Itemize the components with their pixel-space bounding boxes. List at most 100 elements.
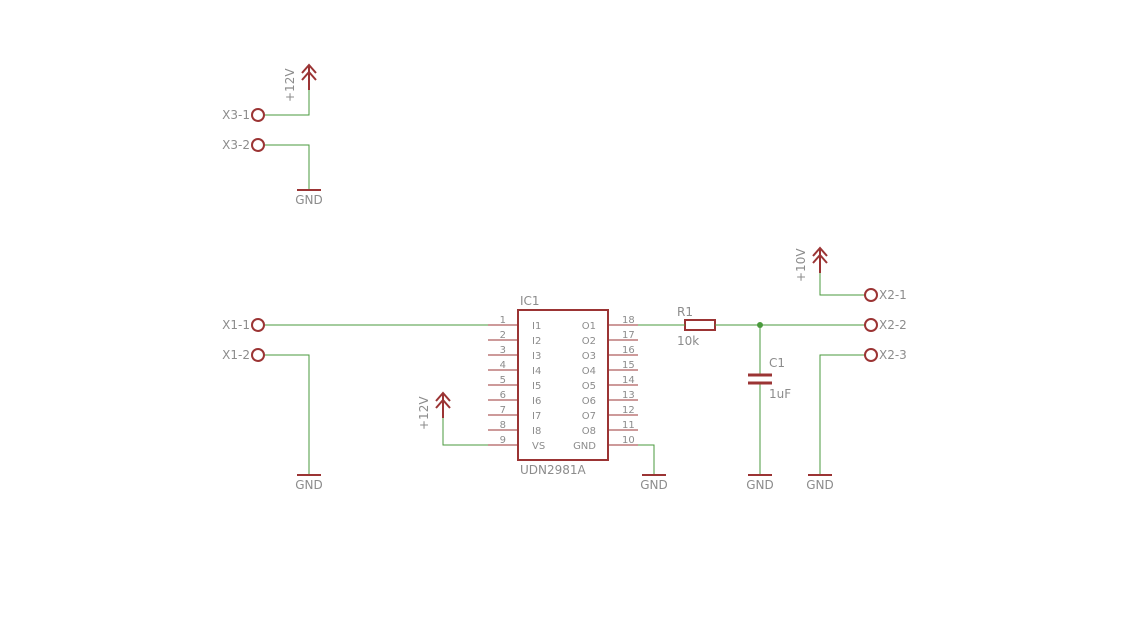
wires [265,72,865,475]
ground-x3-label: GND [295,193,323,207]
resistor-r1-ref: R1 [677,305,693,319]
ic1-pin-1[interactable]: 1I1 [488,315,541,332]
supply-10v-icon[interactable]: +10V [794,246,828,282]
connector-x2-2[interactable]: X2-2 [864,318,907,332]
ground-c1-label: GND [746,478,774,492]
ic1-pin-6-number: 6 [500,390,506,401]
supply-10v-label: +10V [794,248,808,282]
ic1-pin-17-name: O2 [582,336,596,347]
supply-12v-top-label: +12V [283,68,297,102]
connector-x2-1-label: X2-1 [879,288,907,302]
ic1-pin-13-number: 13 [622,390,635,401]
ic1-pin-18-name: O1 [582,321,596,332]
ground-ic-icon[interactable]: GND [640,474,668,492]
ic1-pin-10-name: GND [573,441,596,452]
wire-ic-pin10-to-gnd [638,444,655,475]
capacitor-c1-value: 1uF [769,387,791,401]
supply-12v-top-icon[interactable]: +12V [283,63,317,102]
ground-x3-icon[interactable]: GND [295,189,323,207]
ic1-pin-3[interactable]: 3I3 [488,345,541,362]
connector-x3-1[interactable]: X3-1 [222,108,265,122]
ic1-pin-2-number: 2 [500,330,506,341]
ic1-pin-1-name: I1 [532,321,541,332]
ic1-pin-8-name: I8 [532,426,541,437]
ic1-pin-11-number: 11 [622,420,635,431]
ic1-pin-12-name: O7 [582,411,596,422]
connector-x3-2[interactable]: X3-2 [222,138,265,152]
capacitor-c1-ref: C1 [769,356,785,370]
supply-12v-ic-icon[interactable]: +12V [417,391,451,430]
ground-x1-icon[interactable]: GND [295,474,323,492]
wire-x2-3-to-gnd [819,354,865,475]
connector-x1-2-label: X1-2 [222,348,250,362]
ic1-pin-9-name: VS [532,441,545,452]
supply-12v-ic-label: +12V [417,396,431,430]
ic1-pin-5[interactable]: 5I5 [488,375,541,392]
ic1-pin-11-name: O8 [582,426,596,437]
ic1-pin-10-number: 10 [622,435,635,446]
ic1-pin-16-name: O3 [582,351,596,362]
ic1-pin-7[interactable]: 7I7 [488,405,541,422]
connector-x3-1-label: X3-1 [222,108,250,122]
ic1-chip[interactable]: IC1 UDN2981A 1I12I23I34I45I56I67I78I89VS… [488,294,638,477]
ic1-pin-4[interactable]: 4I4 [488,360,541,377]
connector-x1-1-label: X1-1 [222,318,250,332]
connector-x2-2-label: X2-2 [879,318,907,332]
ic1-pin-4-name: I4 [532,366,541,377]
connector-x2-3[interactable]: X2-3 [864,348,907,362]
ic1-pin-2-name: I2 [532,336,541,347]
ic1-pin-14-number: 14 [622,375,635,386]
ic1-ref: IC1 [520,294,540,308]
ic1-pin-3-name: I3 [532,351,541,362]
ic1-pin-13-name: O6 [582,396,596,407]
connector-x2-3-label: X2-3 [879,348,907,362]
connector-x1-1[interactable]: X1-1 [222,318,265,332]
ic1-pin-4-number: 4 [500,360,506,371]
ground-x2-icon[interactable]: GND [806,474,834,492]
connector-x2-1[interactable]: X2-1 [864,288,907,302]
resistor-r1-body [684,319,716,331]
connector-x3-2-label: X3-2 [222,138,250,152]
ground-ic-label: GND [640,478,668,492]
ic1-pin-12-number: 12 [622,405,635,416]
resistor-r1-value: 10k [677,334,699,348]
wire-x1-2-to-gnd [265,354,310,475]
ic1-pin-16-number: 16 [622,345,635,356]
ic1-pin-15-number: 15 [622,360,635,371]
ic1-pin-5-number: 5 [500,375,506,386]
ic1-pin-1-number: 1 [500,315,506,326]
ic1-pin-2[interactable]: 2I2 [488,330,541,347]
ic1-pin-6-name: I6 [532,396,541,407]
wire-10v-to-x2-1 [819,255,865,296]
ic1-pin-8[interactable]: 8I8 [488,420,541,437]
resistor-r1[interactable]: R1 10k [675,305,725,348]
ic1-pin-3-number: 3 [500,345,506,356]
connector-x1-2[interactable]: X1-2 [222,348,265,362]
ic1-pin-5-name: I5 [532,381,541,392]
ic1-pin-7-number: 7 [500,405,506,416]
ground-c1-icon[interactable]: GND [746,474,774,492]
wire-x3-2-to-gnd [265,144,310,190]
ic1-pin-9[interactable]: 9VS [488,435,545,452]
capacitor-c1[interactable]: C1 1uF [748,356,791,401]
junction-dot [757,322,763,328]
ic1-pin-7-name: I7 [532,411,541,422]
ic1-pin-6[interactable]: 6I6 [488,390,541,407]
ground-x1-label: GND [295,478,323,492]
ic1-value: UDN2981A [520,463,587,477]
ic1-pin-14-name: O5 [582,381,596,392]
ic1-pin-17-number: 17 [622,330,635,341]
ic1-pin-18-number: 18 [622,315,635,326]
